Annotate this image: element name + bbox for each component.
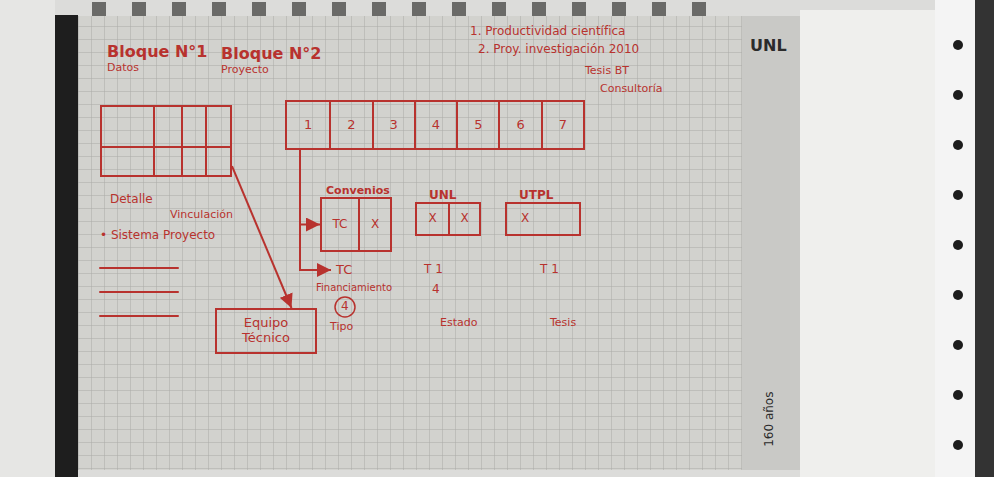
table-cell: 1 xyxy=(287,102,329,148)
block-heading: Bloque N°1 xyxy=(107,42,207,61)
logo-text: 160 años xyxy=(762,392,776,447)
black-strip xyxy=(55,15,78,477)
node-text: X xyxy=(367,218,383,232)
field-label: T 1 xyxy=(540,262,559,276)
logo-text: UNL xyxy=(750,36,787,55)
table-cell: 7 xyxy=(541,102,583,148)
university-box: XUTPL xyxy=(505,202,581,236)
paper xyxy=(78,16,742,470)
bullet-item: • Sistema Proyecto xyxy=(100,228,215,242)
field-label: Estado xyxy=(440,316,477,329)
note-text: 2. Proy. investigación 2010 xyxy=(478,42,639,56)
block-heading: Bloque N°2 xyxy=(221,44,321,63)
node-text: Equipo Técnico xyxy=(217,316,315,346)
table-cell: 4 xyxy=(414,102,456,148)
loose-page xyxy=(800,10,935,477)
table-cell: TC xyxy=(322,199,358,250)
node-text: 5 xyxy=(470,118,486,133)
node-text: X xyxy=(517,212,533,226)
node-text: TC xyxy=(328,218,351,232)
blank-lines xyxy=(100,268,178,316)
node-text: 6 xyxy=(512,118,528,133)
section-label: Detalle xyxy=(110,192,153,206)
node-text: 4 xyxy=(428,118,444,133)
arrow-connector xyxy=(232,166,292,308)
block-heading: UTPL xyxy=(519,188,553,202)
left-cover xyxy=(0,0,55,477)
block-heading: Convenios xyxy=(326,184,390,197)
table-cell: 3 xyxy=(372,102,414,148)
node-text: 2 xyxy=(343,118,359,133)
field-label: T 1 xyxy=(424,262,443,276)
data-grid-box: Bloque N°1Datos xyxy=(100,105,232,177)
number-circle xyxy=(335,297,355,317)
university-box: XXUNL xyxy=(415,202,481,236)
block-heading: UNL xyxy=(429,188,456,202)
table-cell: 6 xyxy=(498,102,540,148)
node-text: 7 xyxy=(555,118,571,133)
field-label: TC xyxy=(336,262,352,278)
table-cell: X xyxy=(448,204,479,234)
note-text: 1. Productividad científica xyxy=(470,24,625,38)
callout-number: 4 xyxy=(341,299,349,313)
node-text: 1 xyxy=(300,118,316,133)
leader-arrow xyxy=(300,224,331,270)
field-label: Tipo xyxy=(330,320,353,333)
note-text: Tesis BT xyxy=(585,64,629,77)
agreements-box: TCXConvenios xyxy=(320,197,392,252)
punched-page xyxy=(935,0,975,477)
table-cell: X xyxy=(417,204,448,234)
node-text: 3 xyxy=(386,118,402,133)
grid-lines xyxy=(102,107,230,175)
project-box: 1234567Bloque N°2Proyecto xyxy=(285,100,585,150)
table-cell: X xyxy=(507,204,543,234)
right-edge xyxy=(975,0,994,477)
node-text: X xyxy=(424,212,440,226)
note-text: Consultoría xyxy=(600,82,663,95)
spiral-binding xyxy=(92,2,706,16)
table-cell: X xyxy=(358,199,390,250)
punch-holes xyxy=(953,40,963,450)
table-cell: 5 xyxy=(456,102,498,148)
team-box: Equipo Técnico xyxy=(215,308,317,354)
callout-number: 4 xyxy=(432,282,440,296)
node-text: X xyxy=(456,212,472,226)
page-margin xyxy=(742,16,800,470)
block-subheading: Datos xyxy=(107,61,207,74)
field-label: Financiamiento xyxy=(316,282,392,294)
block-subheading: Proyecto xyxy=(221,63,321,76)
arrow-connector xyxy=(300,150,320,225)
note-text: Vinculación xyxy=(170,208,233,221)
field-label: Tesis xyxy=(550,316,576,329)
paper-grid xyxy=(78,16,742,470)
table-cell: 2 xyxy=(329,102,371,148)
